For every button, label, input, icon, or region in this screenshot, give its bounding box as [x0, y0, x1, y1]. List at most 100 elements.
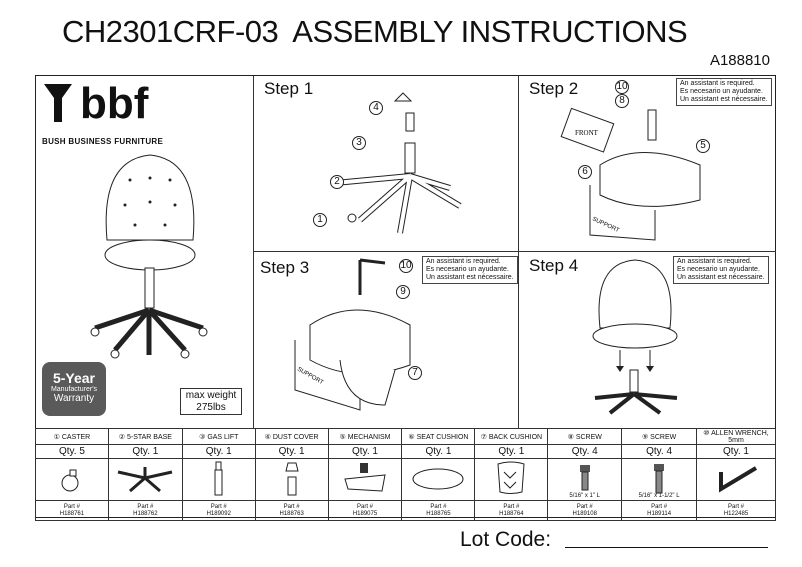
part-name: SCREW	[650, 433, 677, 441]
part-number-badge: ⑥	[408, 433, 415, 441]
part-qty: Qty. 1	[107, 444, 183, 459]
allen-wrench-5mm-icon	[711, 465, 761, 496]
part-name: GAS LIFT	[207, 433, 239, 441]
part-header-screw: ⑧ SCREW	[547, 428, 623, 445]
warranty-line3: Warranty	[53, 393, 95, 404]
callout-8: 8	[615, 94, 629, 108]
caster-icon	[57, 469, 87, 496]
callout-3: 3	[352, 136, 366, 150]
lot-code-label: Lot Code:	[460, 528, 552, 551]
step-1-diagram	[334, 92, 462, 234]
part-header-seat-cushion: ⑥ SEAT CUSHION	[401, 428, 476, 445]
warranty-badge: 5-Year Manufacturer's Warranty	[42, 362, 106, 416]
part-header-allen-wrench-5mm: ⑩ ALLEN WRENCH, 5mm	[696, 428, 776, 445]
part-id: Part #H188764	[474, 500, 549, 521]
part-image-allen-wrench-5mm	[696, 458, 776, 501]
part-id: Part #H189092	[181, 500, 256, 521]
part-header-5-star-base: ② 5-STAR BASE	[107, 428, 183, 445]
dust-cover-icon	[284, 462, 300, 500]
step-3-note: An assistant is required.Es necesario un…	[422, 256, 518, 284]
part-size: 5/16" x 1" L	[569, 493, 601, 499]
back-cushion-icon	[494, 461, 528, 500]
step-4-note: An assistant is required.Es necesario un…	[673, 256, 769, 284]
part-qty: Qty. 4	[547, 444, 623, 459]
part-id: Part #H189108	[547, 500, 623, 521]
part-qty: Qty. 1	[181, 444, 256, 459]
part-qty: Qty. 1	[696, 444, 776, 459]
part-number-badge: ③	[199, 433, 206, 441]
svg-text:SUPPORT: SUPPORT	[296, 367, 324, 387]
step-4-label: Step 4	[529, 256, 579, 275]
part-number-badge: ①	[53, 433, 60, 441]
step-2-label: Step 2	[529, 79, 579, 98]
seat-cushion-icon	[411, 468, 465, 493]
part-qty: Qty. 4	[621, 444, 698, 459]
part-image-caster	[35, 458, 109, 501]
brand-logo: bbf	[40, 78, 200, 133]
warranty-line2: Manufacturer's	[50, 386, 98, 393]
part-id: Part #H189075	[327, 500, 403, 521]
part-image-gas-lift	[181, 458, 256, 501]
callout-10: 10	[399, 259, 413, 273]
part-header-caster: ① CASTER	[35, 428, 109, 445]
screw-icon	[652, 463, 666, 497]
part-image-screw: 5/16" x 1-1/2" L	[621, 458, 698, 501]
part-name: SEAT CUSHION	[416, 433, 469, 441]
part-number-badge: ④	[264, 433, 271, 441]
title-text: ASSEMBLY INSTRUCTIONS	[292, 14, 688, 49]
part-header-gas-lift: ③ GAS LIFT	[181, 428, 256, 445]
part-image-back-cushion	[474, 458, 549, 501]
part-image-mechanism	[327, 458, 403, 501]
step-4-diagram	[592, 259, 678, 415]
part-name: ALLEN WRENCH, 5mm	[711, 430, 769, 444]
model-number: CH2301CRF-03	[62, 14, 279, 49]
part-qty: Qty. 5	[35, 444, 109, 459]
step-3-diagram: SUPPORT	[294, 258, 411, 411]
part-name: CASTER	[61, 433, 91, 441]
callout-1: 1	[313, 213, 327, 227]
step-2-note: An assistant is required.Es necesario un…	[676, 78, 772, 106]
part-header-mechanism: ⑤ MECHANISM	[327, 428, 403, 445]
lot-code-field[interactable]	[565, 547, 768, 548]
screw-icon	[578, 464, 592, 496]
svg-text:SUPPORT: SUPPORT	[591, 216, 620, 234]
callout-5: 5	[696, 139, 710, 153]
callout-9: 9	[396, 285, 410, 299]
part-qty: Qty. 1	[474, 444, 549, 459]
mechanism-icon	[340, 462, 390, 499]
5-star-base-icon	[115, 466, 175, 496]
document-title: CH2301CRF-03 ASSEMBLY INSTRUCTIONS	[62, 14, 701, 50]
part-number-badge: ⑦	[480, 433, 487, 441]
part-image-dust-cover	[254, 458, 329, 501]
part-qty: Qty. 1	[254, 444, 329, 459]
part-image-screw: 5/16" x 1" L	[547, 458, 623, 501]
part-id: Part #H188761	[35, 500, 109, 521]
part-name: DUST COVER	[272, 433, 319, 441]
part-name: 5-STAR BASE	[126, 433, 172, 441]
svg-text:FRONT: FRONT	[575, 129, 599, 137]
callout-10: 10	[615, 80, 629, 94]
part-name: BACK CUSHION	[488, 433, 543, 441]
bbf-logo-icon: bbf	[44, 79, 149, 128]
part-qty: Qty. 1	[327, 444, 403, 459]
part-id: Part #H122485	[696, 500, 776, 521]
part-id: Part #H189114	[621, 500, 698, 521]
doc-number: A188810	[709, 52, 770, 69]
part-name: SCREW	[575, 433, 602, 441]
callout-4: 4	[369, 101, 383, 115]
brand-name: BUSH BUSINESS FURNITURE	[42, 137, 164, 146]
part-header-back-cushion: ⑦ BACK CUSHION	[474, 428, 549, 445]
part-number-badge: ⑤	[339, 433, 346, 441]
part-id: Part #H188762	[107, 500, 183, 521]
warranty-years: 5-Year	[52, 370, 96, 386]
max-weight-value: 275lbs	[196, 402, 226, 413]
part-number-badge: ⑧	[567, 433, 574, 441]
gas-lift-icon	[213, 461, 225, 500]
part-number-badge: ②	[118, 433, 126, 441]
part-image-seat-cushion	[401, 458, 476, 501]
callout-2: 2	[330, 175, 344, 189]
callout-6: 6	[578, 165, 592, 179]
step-3-label: Step 3	[260, 258, 310, 277]
